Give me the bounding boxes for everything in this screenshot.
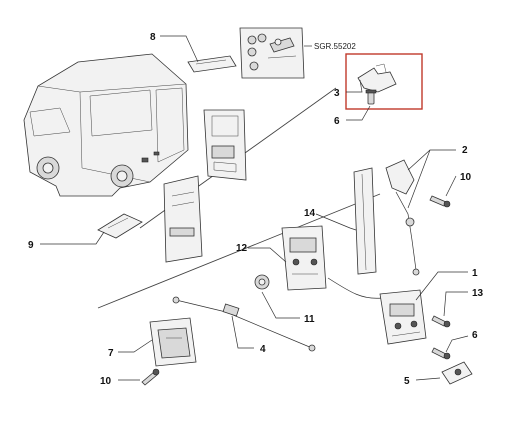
- item-4-rod: [172, 296, 316, 352]
- callout-10-top: 10: [460, 172, 472, 183]
- callout-10-bottom: 10: [100, 376, 112, 387]
- callout-1: 1: [472, 268, 478, 279]
- callout-6-top: 6: [334, 116, 340, 127]
- callout-6-bottom: 6: [472, 330, 478, 341]
- reference-code: SGR.55202: [314, 42, 356, 51]
- callout-7: 8: [150, 32, 156, 43]
- callout-3: 3: [334, 88, 340, 99]
- item-5-striker: [441, 361, 473, 385]
- highlight-box: [345, 53, 423, 110]
- item-1-lock-mechanism: [379, 289, 427, 345]
- item-9-handle: [149, 317, 197, 367]
- callout-5: 5: [404, 376, 410, 387]
- van-illustration: [23, 53, 189, 197]
- item-12-lock-housing: [281, 225, 327, 291]
- item-7-cover-plate: [187, 55, 237, 73]
- item-2-rod-linkage: [385, 159, 420, 276]
- item-10-bolts: [141, 195, 451, 386]
- leader-lines: [40, 35, 469, 381]
- item-6-screw: [431, 347, 451, 360]
- callout-4: 4: [260, 344, 266, 355]
- callout-9: 7: [108, 348, 114, 359]
- callout-12: 12: [236, 243, 248, 254]
- item-8-label: [97, 213, 143, 239]
- callout-13: 13: [472, 288, 484, 299]
- callout-14: 14: [304, 208, 316, 219]
- item-11-grommet: [254, 274, 270, 290]
- callout-11: 11: [304, 314, 315, 325]
- item-14-seal-strip: [353, 167, 377, 275]
- callout-8: 9: [28, 240, 34, 251]
- lock-cable: [327, 277, 383, 299]
- rear-door-panels: [163, 109, 247, 263]
- lock-cylinder-kit: [239, 27, 305, 79]
- callout-2: 2: [462, 145, 468, 156]
- item-13-screw: [431, 315, 451, 328]
